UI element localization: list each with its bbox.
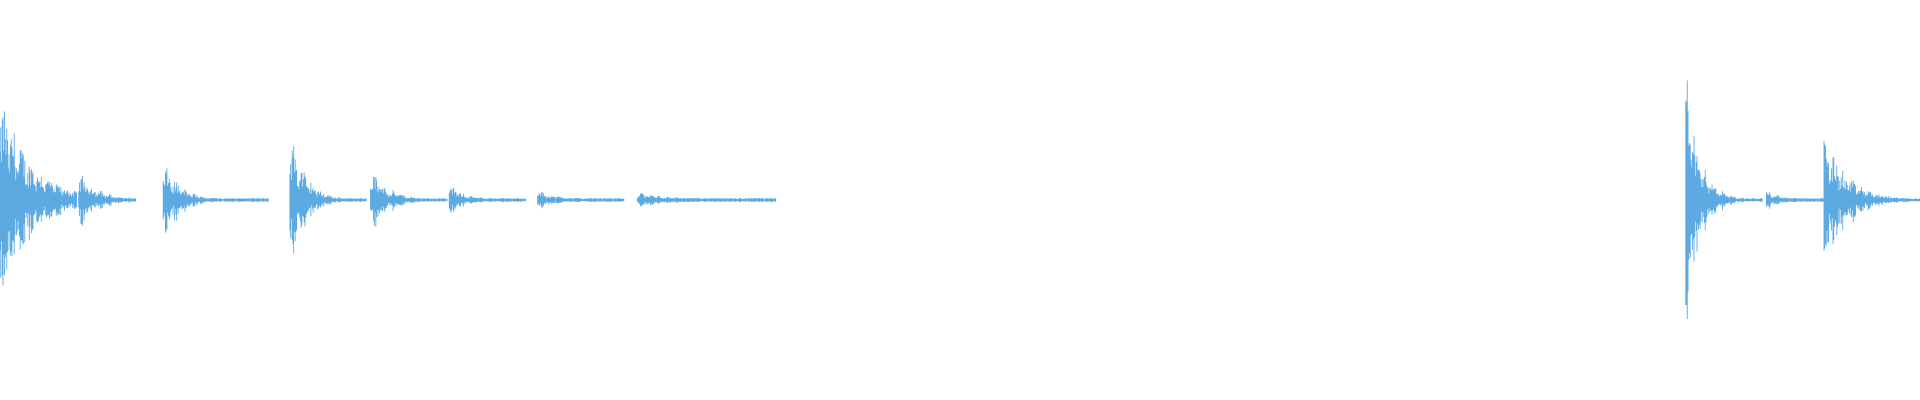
waveform-clip[interactable] bbox=[1685, 80, 1920, 319]
waveform-burst bbox=[537, 191, 625, 209]
waveform-burst bbox=[370, 176, 448, 227]
waveform-burst bbox=[448, 187, 527, 213]
waveform-burst bbox=[636, 192, 776, 207]
waveform-burst bbox=[162, 168, 269, 233]
waveform-burst bbox=[1823, 140, 1920, 251]
waveform-burst bbox=[0, 111, 77, 286]
waveform-burst bbox=[1685, 80, 1763, 319]
waveform-clip[interactable] bbox=[0, 111, 776, 286]
waveform-burst bbox=[1765, 191, 1824, 209]
waveform-burst bbox=[78, 175, 137, 226]
waveform-burst bbox=[289, 146, 367, 254]
